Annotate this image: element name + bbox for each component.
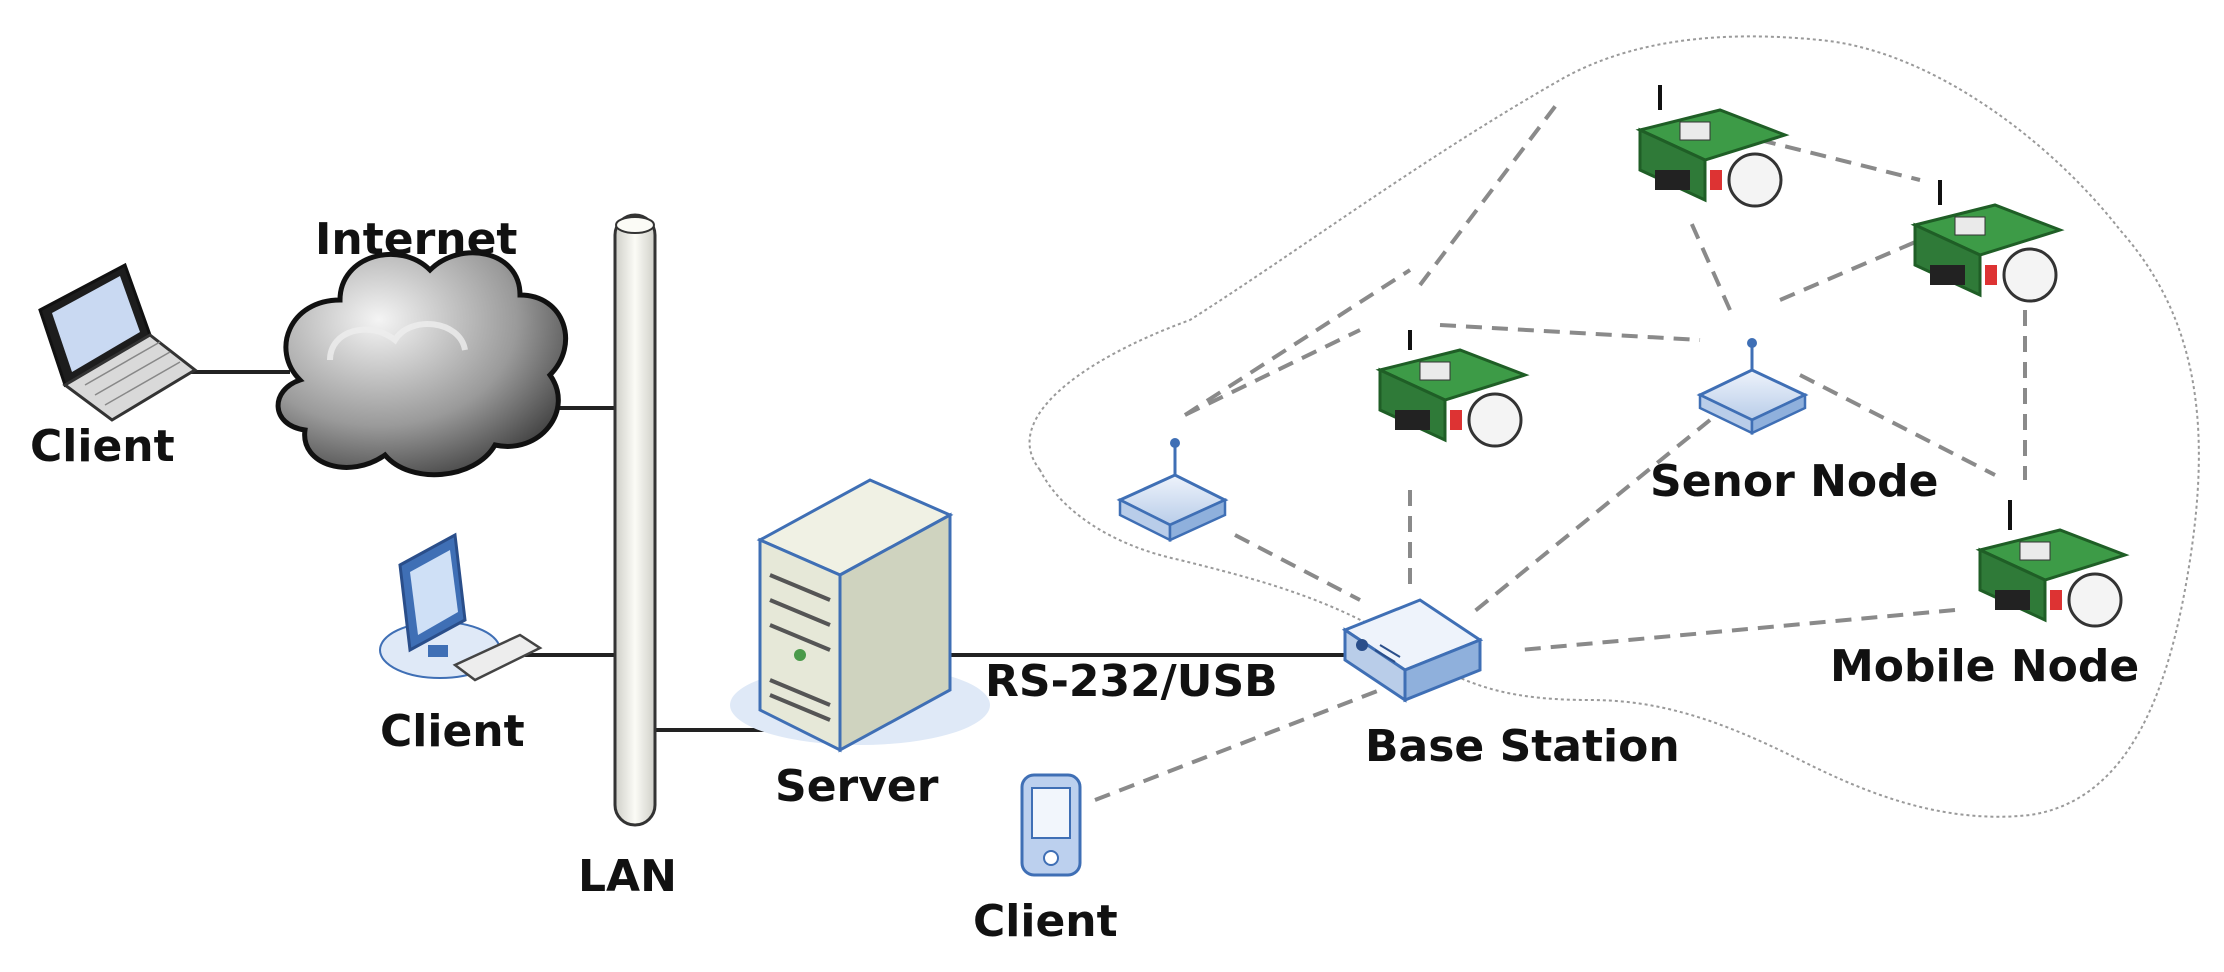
desktop-icon <box>379 532 543 682</box>
link-label: RS-232/USB <box>985 656 1278 707</box>
link-top-robot2 <box>1418 98 1562 287</box>
robot-node-icon <box>1975 500 2130 628</box>
server-icon <box>730 478 990 753</box>
link-robot1-ap2 <box>1439 323 1701 342</box>
client-desktop-label: Client <box>380 706 525 757</box>
lan-label: LAN <box>578 851 677 902</box>
sensor-node-label: Senor Node <box>1650 456 1939 507</box>
link-ap1-top <box>1183 268 1412 417</box>
server-label: Server <box>775 761 939 812</box>
lan-backbone <box>613 213 657 827</box>
link-ap2-robot2 <box>1688 219 1732 311</box>
link-ap2-mobile <box>1799 373 1996 477</box>
mobile-node-label: Mobile Node <box>1830 641 2140 692</box>
base-station-label: Base Station <box>1365 721 1680 772</box>
client-laptop-label: Client <box>30 421 175 472</box>
robot-node-icon <box>1910 180 2065 303</box>
robot-node-icon <box>1375 330 1530 448</box>
wireless-links <box>1094 98 2027 802</box>
link-mobile-base <box>1519 608 1956 652</box>
access-point-icon <box>1116 438 1229 543</box>
robot-node-icon <box>1635 85 1790 208</box>
link-ap1-robot1 <box>1184 328 1361 417</box>
cloud-icon <box>275 250 569 478</box>
pda-icon <box>1020 773 1082 877</box>
client-pda-label: Client <box>973 896 1118 947</box>
link-robot2-robot3 <box>1759 138 1921 182</box>
link-ap2-base <box>1468 418 1712 617</box>
base-station-icon <box>1341 598 1484 703</box>
laptop-icon <box>38 262 198 422</box>
access-point-icon <box>1696 338 1809 435</box>
wired-links <box>190 370 1345 732</box>
link-ap1-base <box>1234 533 1361 602</box>
link-ap2-robot3 <box>1779 238 1921 302</box>
internet-label: Internet <box>315 214 518 265</box>
